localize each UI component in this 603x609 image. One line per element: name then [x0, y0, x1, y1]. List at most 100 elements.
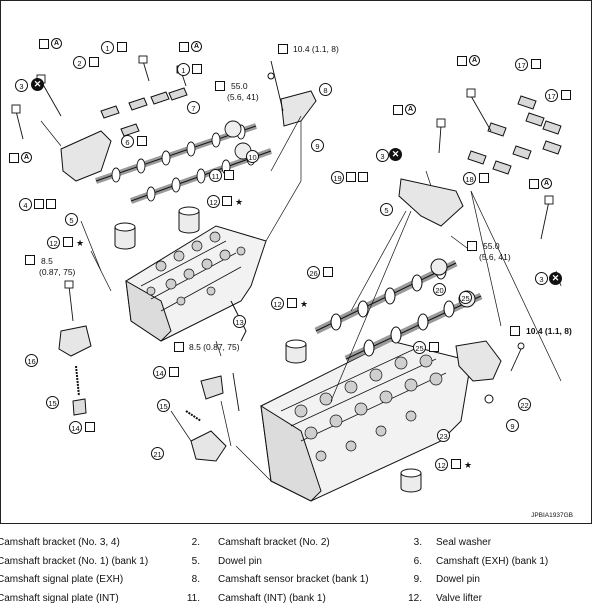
do-not-reuse-icon: ✕	[389, 148, 402, 161]
bracket-no1-bank1	[60, 130, 112, 182]
callout: 14	[69, 421, 82, 434]
callout: 8	[319, 83, 332, 96]
spec-icon	[169, 367, 179, 377]
oil-icon	[393, 105, 403, 115]
diagram-frame: 10.4 (1.1, 8) 55.0 (5.6, 41) 8.5 (0.87, …	[0, 0, 592, 524]
legend-item-12: Valve lifter	[436, 592, 482, 604]
sensor-bracket-bank2	[455, 340, 502, 382]
legend-num-5: 5.	[191, 555, 200, 567]
legend-row: Camshaft bracket (No. 1) (bank 1) 5. Dow…	[0, 553, 603, 572]
a-icon: A	[469, 55, 480, 66]
legend-item-10: Camshaft signal plate (INT)	[0, 592, 119, 604]
spec-icon	[85, 422, 95, 432]
oil-icon	[39, 39, 49, 49]
callout: 7	[187, 101, 200, 114]
sensor-bracket-bank1	[280, 90, 317, 127]
torque-icon	[215, 81, 225, 91]
callout: 23	[437, 429, 450, 442]
spec-icon	[429, 342, 439, 352]
callout: 1	[177, 63, 190, 76]
callout: 17	[515, 58, 528, 71]
legend-item-1: Camshaft bracket (No. 3, 4)	[0, 537, 120, 548]
right-cylinder-head	[260, 340, 472, 502]
spec-icon	[224, 170, 234, 180]
torque-label-2b: (5.6, 41)	[227, 92, 259, 102]
legend-item-8: Camshaft sensor bracket (bank 1)	[218, 574, 369, 585]
legend-item-7: Camshaft signal plate (EXH)	[0, 574, 124, 585]
torque-label-4: 8.5 (0.87, 75)	[189, 342, 240, 352]
legend-num-12: 12.	[408, 592, 422, 604]
spec-icon	[63, 237, 73, 247]
a-icon: A	[405, 104, 416, 115]
a-icon: A	[541, 178, 552, 189]
star-icon: ★	[300, 299, 309, 309]
legend-row: Camshaft bracket (No. 3, 4) 2. Camshaft …	[0, 534, 603, 553]
callout: 19	[331, 171, 344, 184]
callout: 1	[101, 41, 114, 54]
legend-item-11: Camshaft (INT) (bank 1)	[218, 592, 326, 604]
callout: 26	[307, 266, 320, 279]
legend-num-11: 11.	[186, 592, 200, 604]
left-lower-parts	[58, 325, 92, 416]
a-icon: A	[191, 41, 202, 52]
callout: 10	[246, 150, 259, 163]
callout: 15	[157, 399, 170, 412]
callout: 11	[209, 169, 222, 182]
torque-icon	[510, 326, 520, 336]
oil-icon	[457, 56, 467, 66]
legend-item-2: Camshaft bracket (No. 2)	[218, 537, 330, 548]
legend-row: Camshaft signal plate (EXH) 8. Camshaft …	[0, 571, 603, 590]
callout: 14	[153, 366, 166, 379]
spec-icon	[34, 199, 44, 209]
callout: 17	[545, 89, 558, 102]
callout: 3	[15, 79, 28, 92]
legend-item-6: Camshaft (EXH) (bank 1)	[436, 555, 549, 567]
leader-lines	[40, 115, 562, 482]
bracket-no1-bank2	[398, 178, 464, 227]
left-cylinder-head	[125, 225, 267, 342]
callout: 22	[518, 398, 531, 411]
spec-icon	[323, 267, 333, 277]
spec-icon	[287, 298, 297, 308]
spec-icon	[531, 59, 541, 69]
callout: 20	[433, 283, 446, 296]
spec-icon	[561, 90, 571, 100]
spec-icon	[346, 172, 356, 182]
torque-label-2: 55.0	[231, 81, 248, 91]
star-icon: ★	[76, 238, 85, 248]
valve-lifters-right	[285, 339, 422, 493]
torque-icon	[25, 255, 35, 265]
callout: 9	[506, 419, 519, 432]
torque-label-5b: (5.6, 41)	[479, 252, 511, 262]
a-icon: A	[21, 152, 32, 163]
callout: 21	[151, 447, 164, 460]
torque-label-1: 10.4 (1.1, 8)	[293, 44, 339, 54]
callout: 12	[207, 195, 220, 208]
legend-item-4: Camshaft bracket (No. 1) (bank 1)	[0, 555, 149, 567]
callout: 5	[380, 203, 393, 216]
callout: 6	[121, 135, 134, 148]
spec-icon	[222, 196, 232, 206]
callout: 12	[47, 236, 60, 249]
callout: 13	[233, 315, 246, 328]
legend-row: Camshaft signal plate (INT) 11. Camshaft…	[0, 590, 603, 609]
a-icon: A	[51, 38, 62, 49]
camshaft-brackets-right	[467, 95, 562, 175]
do-not-reuse-icon: ✕	[31, 78, 44, 91]
camshaft-brackets-left	[100, 87, 188, 137]
spec-icon	[89, 57, 99, 67]
torque-label-5: 55.0	[483, 241, 500, 251]
callout: 12	[271, 297, 284, 310]
legend-num-6: 6.	[413, 555, 422, 567]
oil-icon	[9, 153, 19, 163]
center-lower-parts	[185, 372, 240, 462]
engine-exploded-drawing	[11, 55, 562, 502]
torque-label-6: 10.4 (1.1, 8)	[526, 326, 572, 336]
star-icon: ★	[235, 197, 244, 207]
callout: 3	[535, 272, 548, 285]
callout: 5	[65, 213, 78, 226]
legend-num-8: 8.	[191, 574, 200, 585]
callout: 25	[459, 291, 472, 304]
spec-icon	[117, 42, 127, 52]
legend-num-2: 2.	[191, 537, 200, 548]
